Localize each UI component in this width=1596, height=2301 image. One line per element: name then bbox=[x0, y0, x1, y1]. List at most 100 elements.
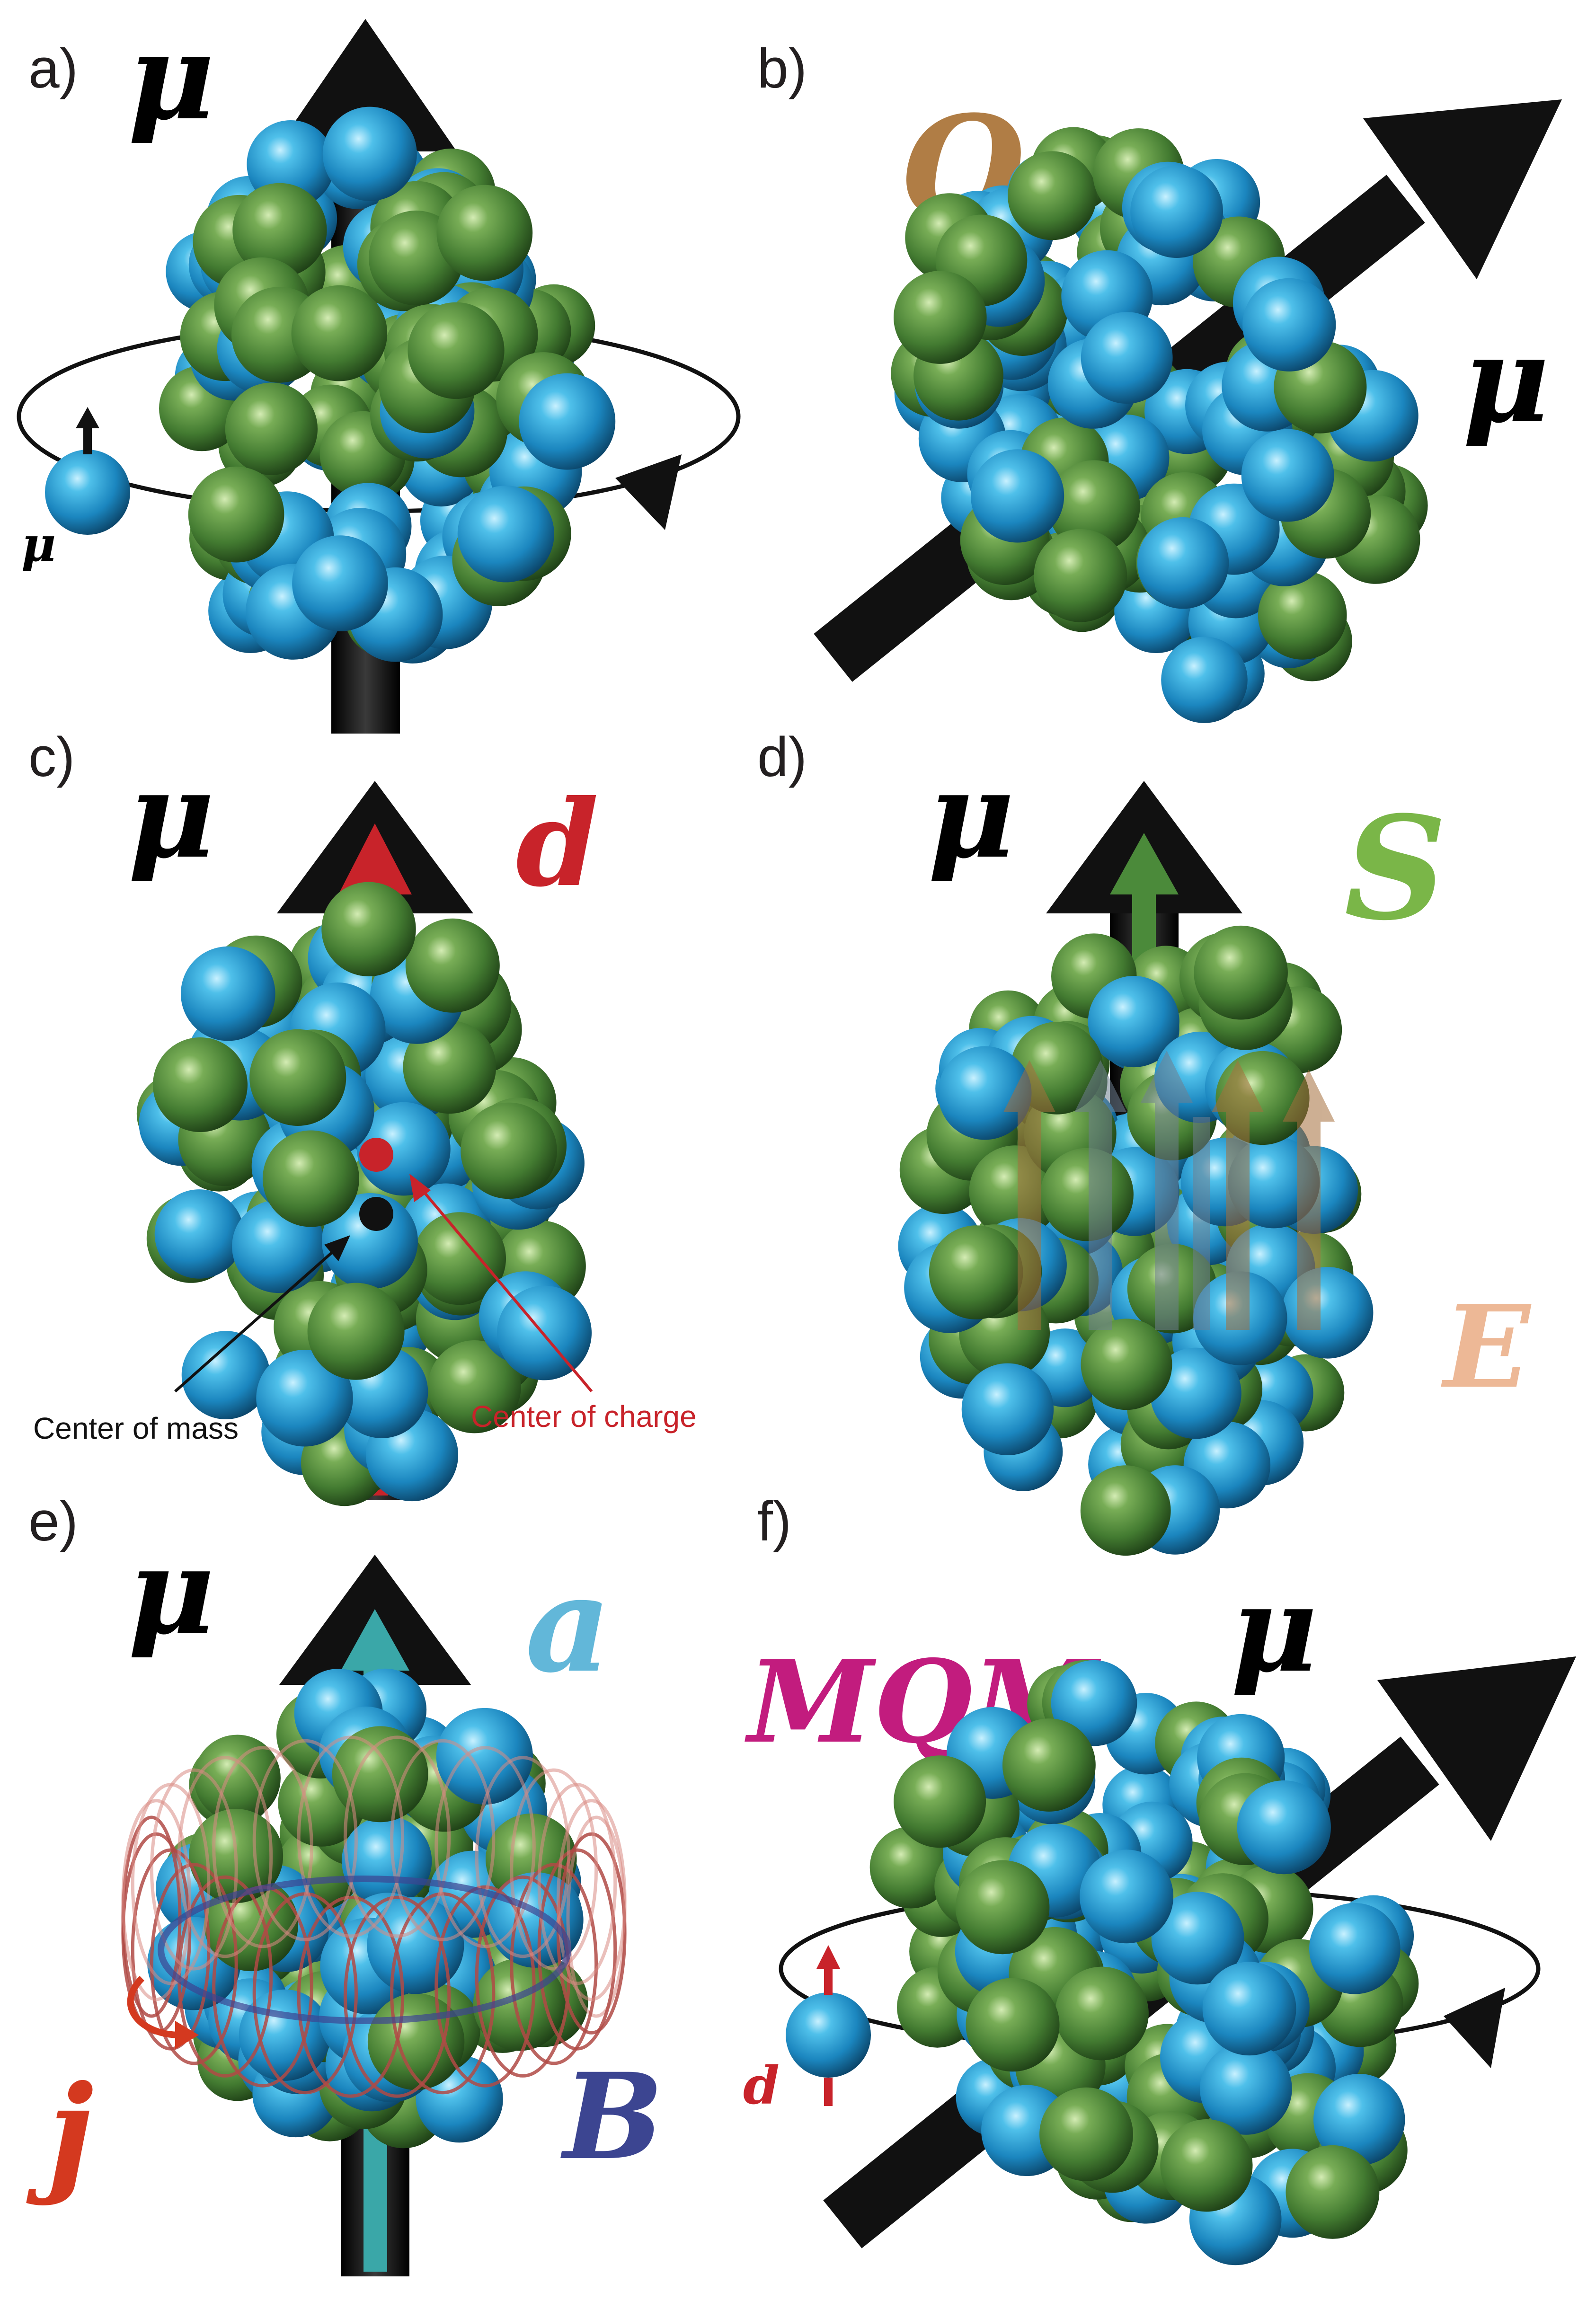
nucleon bbox=[322, 106, 417, 201]
schiff-moment-symbol: S bbox=[1344, 785, 1447, 952]
coil-winding bbox=[150, 1768, 238, 1971]
nucleon bbox=[497, 1285, 592, 1381]
nucleon bbox=[955, 1860, 1050, 1955]
center-of-charge-label: Center of charge bbox=[471, 1399, 697, 1434]
coil-winding bbox=[150, 1863, 238, 2065]
nucleon bbox=[367, 1897, 464, 1994]
nucleon bbox=[1200, 2043, 1292, 2135]
nucleon bbox=[971, 449, 1064, 543]
nucleon bbox=[403, 1020, 497, 1114]
anapole-symbol: a bbox=[525, 1547, 611, 1702]
coil-winding bbox=[252, 1739, 358, 1941]
nucleon bbox=[292, 535, 388, 631]
panel-b: b) Q μ bbox=[757, 37, 1562, 723]
particle-edm-symbol: d bbox=[743, 2055, 780, 2116]
nucleon bbox=[461, 1102, 557, 1199]
edm-symbol: d bbox=[516, 774, 599, 913]
coil-winding bbox=[297, 1895, 405, 2098]
nucleon bbox=[1228, 1136, 1320, 1229]
nucleon bbox=[1151, 1892, 1244, 1985]
nucleon bbox=[894, 271, 987, 364]
nucleon bbox=[428, 1340, 521, 1434]
coil-winding bbox=[556, 1799, 627, 2001]
nucleon bbox=[405, 918, 500, 1013]
panel-label-a: a) bbox=[28, 37, 78, 100]
current-symbol: j bbox=[26, 2057, 94, 2207]
nucleon bbox=[291, 285, 388, 381]
nucleon bbox=[181, 1331, 270, 1420]
coil-winding bbox=[510, 1768, 598, 1971]
nucleon bbox=[1048, 460, 1140, 552]
nucleon bbox=[413, 1212, 506, 1305]
coil-winding bbox=[343, 1895, 451, 2098]
nucleon bbox=[232, 183, 327, 277]
coil-winding bbox=[537, 1783, 617, 1985]
nucleon bbox=[1281, 1267, 1374, 1359]
nucleon bbox=[1258, 571, 1347, 660]
nucleon bbox=[188, 466, 284, 563]
nucleon bbox=[1088, 976, 1179, 1068]
coil-winding bbox=[121, 1799, 192, 2001]
nucleon bbox=[929, 1225, 1023, 1319]
nucleon bbox=[1130, 165, 1224, 258]
magnetic-moment-symbol: μ bbox=[128, 7, 214, 146]
nucleon bbox=[1051, 1660, 1137, 1746]
panel-label-b: b) bbox=[757, 37, 807, 100]
orbiting-particle-icon bbox=[786, 1945, 871, 2106]
nucleon bbox=[1055, 1966, 1149, 2061]
nucleon bbox=[1008, 151, 1097, 240]
b-field-loop bbox=[158, 1876, 571, 2024]
coil-winding bbox=[556, 1832, 627, 2035]
nucleus-icon bbox=[869, 1660, 1419, 2266]
nucleon bbox=[1040, 1148, 1134, 1241]
nucleon bbox=[1080, 1465, 1171, 1556]
magnetic-moment-symbol: μ bbox=[1463, 310, 1549, 449]
nucleus-icon bbox=[891, 127, 1428, 723]
coil-winding bbox=[475, 1756, 571, 1958]
nucleon bbox=[321, 1193, 418, 1289]
center-of-mass-marker bbox=[359, 1197, 393, 1231]
nucleon bbox=[1202, 1962, 1296, 2056]
nucleon bbox=[961, 1363, 1054, 1455]
nucleon bbox=[1242, 278, 1336, 372]
nucleus-icon bbox=[136, 882, 592, 1506]
nucleon bbox=[894, 1755, 986, 1848]
nucleon bbox=[153, 1037, 248, 1132]
nucleon bbox=[1237, 1780, 1331, 1875]
energy-symbol: E bbox=[1441, 1280, 1532, 1414]
panel-label-d: d) bbox=[757, 726, 807, 788]
panel-label-c: c) bbox=[28, 726, 75, 788]
nucleon bbox=[154, 1189, 244, 1279]
panel-e: e) μ a j B bbox=[26, 1490, 663, 2276]
coil-winding bbox=[510, 1863, 598, 2065]
nucleon bbox=[1194, 925, 1288, 1020]
b-field-symbol: B bbox=[560, 2047, 663, 2186]
nucleon bbox=[966, 1978, 1060, 2072]
nucleon bbox=[1002, 1718, 1096, 1812]
nucleon bbox=[239, 1989, 330, 2081]
nucleon bbox=[408, 302, 505, 399]
particle-moment-symbol: μ bbox=[21, 516, 56, 572]
nucleon bbox=[307, 1283, 405, 1380]
center-of-mass-label: Center of mass bbox=[33, 1411, 239, 1445]
panel-f: f) MQM μ d bbox=[743, 1490, 1576, 2266]
panel-d: d) μ S E bbox=[757, 726, 1532, 1556]
nucleon bbox=[519, 373, 616, 470]
nucleon bbox=[332, 1726, 428, 1823]
toroidal-coil-icon bbox=[121, 1735, 627, 2098]
nucleon bbox=[1241, 429, 1334, 522]
magnetic-moment-symbol: μ bbox=[1231, 1559, 1317, 1699]
orbit-direction-arrow-icon bbox=[615, 454, 682, 530]
center-of-charge-marker bbox=[359, 1138, 393, 1172]
coil-winding bbox=[212, 1746, 313, 1948]
nucleon bbox=[1161, 637, 1248, 723]
nucleon bbox=[1137, 517, 1229, 609]
nucleon bbox=[1034, 529, 1127, 622]
coil-winding bbox=[177, 1756, 273, 1958]
center-of-charge-pointer bbox=[409, 1174, 593, 1392]
current-arrow-icon bbox=[127, 1976, 199, 2049]
nucleon bbox=[1081, 1319, 1172, 1410]
magnetic-moment-symbol: μ bbox=[128, 745, 214, 885]
nucleon bbox=[1081, 312, 1173, 404]
